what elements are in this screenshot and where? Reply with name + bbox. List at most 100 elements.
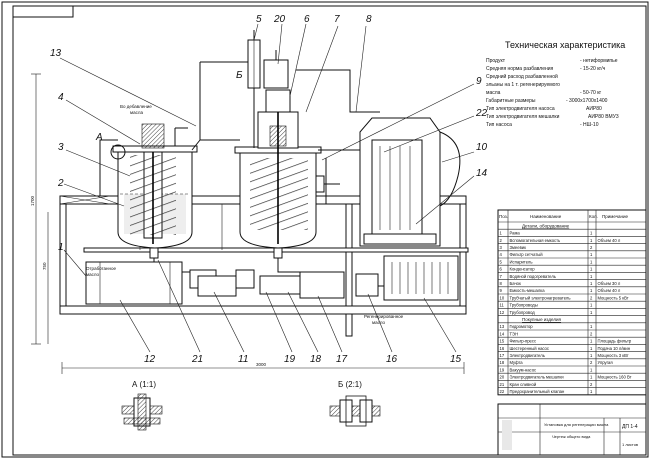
spec-name: Электродвигатель [510, 353, 546, 358]
spec-pos: 17 [500, 353, 505, 358]
callout-5: 5 [256, 14, 262, 25]
spec-pos: 15 [500, 339, 505, 344]
note-used-oil: Отработанное [86, 266, 117, 271]
tech-value: - НШ-10 [580, 122, 599, 128]
spec-pos: 4 [500, 252, 503, 257]
spec-note: Мощность 160 Вт [598, 375, 632, 380]
spec-note: Упругая [598, 360, 613, 365]
spec-pos: 22 [500, 389, 505, 394]
spec-name: Фильтр-пресс [510, 339, 537, 344]
spec-name: Шестеренный насос [510, 346, 549, 351]
callout-A: A [95, 132, 103, 143]
spec-pos: 16 [500, 346, 505, 351]
tech-line: масла [486, 90, 501, 96]
callout-numbers: 5 20 6 7 8 13 4 A 3 2 1 9 22 10 14 12 21… [50, 14, 488, 365]
note-regen: Регенерированное [364, 314, 404, 319]
spec-name: Испаритель [510, 259, 534, 264]
callout-3: 3 [58, 142, 64, 153]
callout-13: 13 [50, 48, 62, 59]
spec-pos: 14 [500, 331, 505, 336]
spec-section: Покупные изделия [522, 317, 562, 322]
tech-line: Габаритные размеры [486, 98, 536, 104]
spec-qty: 2 [590, 360, 593, 365]
spec-pos: 13 [500, 324, 505, 329]
callout-15: 15 [450, 354, 462, 365]
note-water-2: масла [130, 110, 143, 115]
spec-qty: 1 [590, 367, 593, 372]
title-block: Установка для регенерации масла Чертеж о… [497, 403, 647, 456]
callout-2: 2 [57, 178, 64, 189]
spec-border [497, 209, 647, 396]
callout-21: 21 [191, 354, 203, 365]
spec-name: Конденсатор [510, 267, 536, 272]
dimensions: 3000 1700 750 [30, 73, 465, 374]
tech-line: Тип электродвигателя насоса [486, 106, 555, 112]
tech-line: Средний расход разбавленной [486, 73, 558, 80]
callout-10: 10 [476, 142, 488, 153]
spec-qty: 2 [590, 295, 593, 300]
spec-name: Рама [510, 231, 521, 236]
callout-4: 4 [58, 92, 64, 103]
callout-17: 17 [336, 354, 348, 365]
spec-pos: 7 [500, 274, 503, 279]
callout-22: 22 [475, 108, 488, 119]
spec-qty: 1 [590, 238, 593, 243]
tech-value: - 15-20 кг/ч [580, 66, 606, 72]
spec-pos: 20 [500, 375, 505, 380]
column [247, 30, 289, 148]
spec-pos: 6 [500, 267, 503, 272]
spec-name: Кран сливной [510, 382, 537, 387]
spec-pos: 19 [500, 367, 505, 372]
spec-qty: 1 [590, 252, 593, 257]
callout-11: 11 [238, 354, 248, 365]
spec-name: Трубопровод [510, 310, 536, 315]
callout-B: Б [236, 70, 243, 81]
spec-header: Наименование [530, 214, 562, 219]
callout-8: 8 [366, 14, 372, 25]
spec-name: ТЭН [510, 331, 519, 336]
tech-value: - 50-70 кг [580, 90, 601, 96]
tech-title: Техническая характеристика [505, 40, 625, 50]
detail-views: А (1:1) Б (2:1) [121, 380, 381, 431]
spec-qty: 1 [590, 324, 593, 329]
callout-7: 7 [334, 14, 340, 25]
callout-14: 14 [476, 168, 488, 179]
spec-qty: 1 [590, 281, 593, 286]
spec-qty: 1 [590, 274, 593, 279]
tech-line: эльаны на 1 т. регенерируемого [486, 82, 560, 88]
tech-value: АИР80 [586, 106, 602, 112]
spec-header: Примечание [602, 214, 629, 219]
spec-name: Предохранительный клапан [510, 389, 565, 394]
stamp-code: ДП 1-4 [622, 424, 638, 430]
callout-12: 12 [144, 354, 156, 365]
detail-b-label: Б (2:1) [338, 380, 362, 389]
spec-name: Электродвигатель мешалки [510, 375, 565, 380]
spec-header: Кол. [589, 214, 598, 219]
spec-qty: 2 [590, 331, 593, 336]
spec-qty: 2 [590, 245, 593, 250]
stamp-title: Установка для регенерации масла [544, 422, 609, 427]
spec-note: Мощность 5 кВт [598, 295, 629, 300]
spec-name: Трубчатый электронагреватель [510, 295, 572, 300]
spec-pos: 18 [500, 360, 505, 365]
spec-qty: 1 [590, 353, 593, 358]
tech-line: Тип электродвигателя мешалки [486, 114, 560, 120]
right-vessel [234, 89, 340, 259]
dim-1700: 1700 [30, 195, 35, 206]
spec-pos: 21 [500, 382, 505, 387]
spec-name: Емкость-мешалка [510, 288, 546, 293]
spec-pos: 3 [500, 245, 503, 250]
spec-header: Поз. [499, 214, 508, 219]
dim-3000: 3000 [256, 362, 267, 367]
callout-1: 1 [58, 242, 64, 253]
spec-pos: 2 [500, 238, 503, 243]
spec-note: Площадь фильтр [598, 339, 632, 344]
tech-value: АИР80 ВМУ3 [588, 114, 619, 120]
spec-note: Объем 40 л [598, 238, 621, 243]
spec-qty: 2 [590, 382, 593, 387]
callout-6: 6 [304, 14, 310, 25]
tech-value: - 3000x1700x1400 [566, 98, 608, 104]
spec-qty: 1 [590, 267, 593, 272]
